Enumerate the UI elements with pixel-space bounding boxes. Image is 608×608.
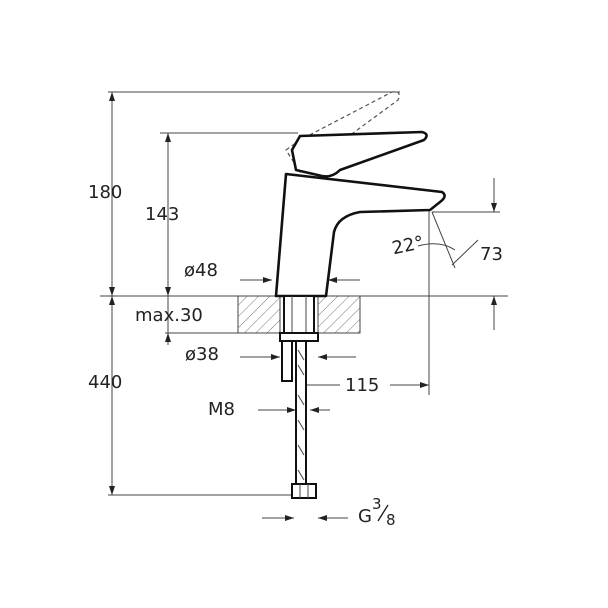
faucet-body — [274, 130, 446, 298]
dim-spout-reach: 115 — [345, 375, 379, 396]
dim-hole-diameter: ø38 — [185, 344, 219, 365]
dim-total-height: 180 — [88, 182, 122, 203]
connection-denominator: 8 — [386, 511, 396, 529]
dim-spout-angle: 22° — [390, 232, 426, 259]
dim-stud-thread: M8 — [208, 399, 235, 420]
dim-body-diameter: ø48 — [184, 260, 218, 281]
dim-max-thickness: max.30 — [135, 305, 203, 326]
dim-spout-height: 143 — [145, 204, 179, 225]
connection-letter: G — [358, 506, 372, 527]
dim-connection-thread: G 3 8 — [358, 495, 396, 529]
dim-spout-projection: 73 — [480, 244, 503, 265]
dim-below-height: 440 — [88, 372, 122, 393]
dimension-lines — [109, 92, 497, 521]
fittings-below-counter — [279, 295, 319, 499]
countertop-section — [237, 295, 361, 334]
connection-numerator: 3 — [372, 495, 382, 513]
